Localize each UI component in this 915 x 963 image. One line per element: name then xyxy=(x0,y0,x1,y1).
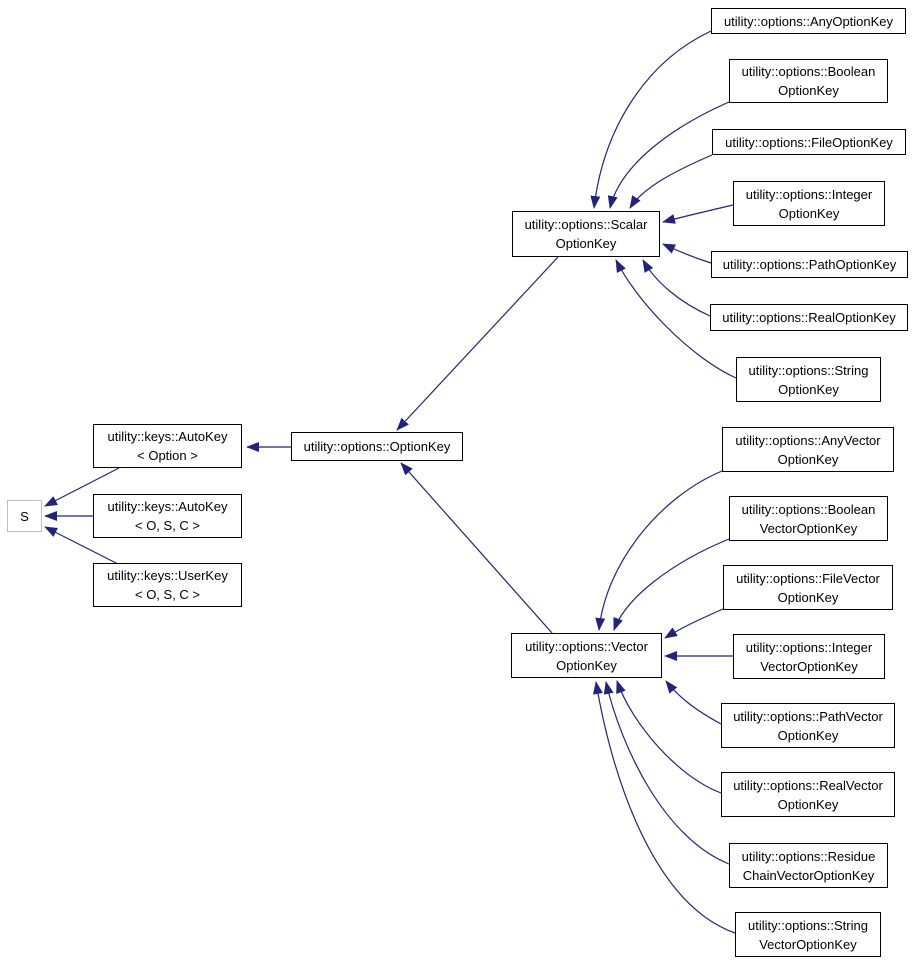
inheritance-edge-any_vec-to-vector xyxy=(595,470,723,631)
inheritance-edge-vector-to-optionkey xyxy=(400,462,553,634)
class-node-label: utility::options::Scalar xyxy=(524,217,648,232)
class-node-any[interactable]: utility::options::AnyOptionKey xyxy=(711,8,906,34)
class-node-label: utility::options::RealVector xyxy=(733,777,883,793)
class-node-label: VectorOptionKey xyxy=(759,520,858,536)
inheritance-edge-string_vec-to-vector xyxy=(593,681,736,934)
class-node-label: utility::options::PathVector xyxy=(733,708,883,724)
class-node-label: utility::options::Boolean xyxy=(741,501,876,517)
class-node-real[interactable]: utility::options::RealOptionKey xyxy=(710,304,908,331)
inheritance-edge-userkey_osc-to-s xyxy=(44,526,119,565)
inheritance-edge-boolean-to-scalar xyxy=(607,101,730,209)
class-node-label: ChainVectorOptionKey xyxy=(742,867,875,883)
class-node-label: OptionKey xyxy=(777,796,839,812)
class-node-label: utility::options::AnyVector xyxy=(735,432,881,448)
class-node-label: utility::keys::AutoKey xyxy=(107,499,228,514)
class-node-label: utility::options::Residue xyxy=(741,848,876,864)
class-node-label: utility::options::OptionKey xyxy=(303,439,451,454)
class-node-label: utility::options::Integer xyxy=(745,186,873,202)
class-node-label: utility::options::Boolean xyxy=(741,64,876,79)
class-node-label: OptionKey xyxy=(777,589,839,605)
class-node-label: S xyxy=(20,508,29,524)
class-node-label: utility::options::String xyxy=(748,917,868,933)
inheritance-edge-string-to-scalar xyxy=(615,259,737,379)
class-node-label: OptionKey xyxy=(556,657,617,673)
inheritance-edge-real_vec-to-vector xyxy=(616,680,722,794)
class-node-autokey_option[interactable]: utility::keys::AutoKey< Option > xyxy=(93,424,242,468)
class-node-label: OptionKey xyxy=(778,83,839,98)
class-node-label: < O, S, C > xyxy=(134,587,201,602)
class-node-file[interactable]: utility::options::FileOptionKey xyxy=(712,129,906,155)
inheritance-edge-path_vec-to-vector xyxy=(665,680,722,725)
class-node-optionkey[interactable]: utility::options::OptionKey xyxy=(291,432,463,461)
class-node-autokey_osc[interactable]: utility::keys::AutoKey< O, S, C > xyxy=(93,494,242,538)
class-node-userkey_osc[interactable]: utility::keys::UserKey< O, S, C > xyxy=(93,563,242,607)
class-node-path[interactable]: utility::options::PathOptionKey xyxy=(711,251,908,278)
class-node-label: < Option > xyxy=(137,448,198,463)
class-node-label: OptionKey xyxy=(777,451,839,467)
class-node-label: utility::options::PathOptionKey xyxy=(722,257,897,272)
class-node-label: utility::options::AnyOptionKey xyxy=(723,13,894,29)
class-node-label: utility::options::Vector xyxy=(525,638,648,654)
class-node-label: VectorOptionKey xyxy=(760,658,858,674)
class-node-label: OptionKey xyxy=(778,381,839,397)
class-node-label: OptionKey xyxy=(778,205,840,221)
inheritance-edge-autokey_option-to-s xyxy=(44,467,120,507)
inheritance-edge-scalar-to-optionkey xyxy=(396,256,559,431)
class-node-label: OptionKey xyxy=(777,727,839,743)
inheritance-edge-residuechain_vec-to-vector xyxy=(603,681,730,865)
class-node-label: utility::options::String xyxy=(748,362,869,378)
inheritance-edge-file-to-scalar xyxy=(629,154,713,209)
inheritance-edge-real-to-scalar xyxy=(642,259,711,317)
inheritance-edge-any-to-scalar xyxy=(590,30,712,209)
class-node-label: OptionKey xyxy=(555,236,617,251)
inheritance-edge-boolean_vec-to-vector xyxy=(613,538,730,631)
inheritance-edge-file_vec-to-vector xyxy=(664,608,724,639)
class-node-label: utility::options::FileVector xyxy=(736,570,880,586)
class-node-label: utility::options::FileOptionKey xyxy=(725,134,893,150)
class-node-s: S xyxy=(7,500,42,532)
inheritance-edge-path-to-scalar xyxy=(662,243,712,264)
inheritance-edge-integer-to-scalar xyxy=(662,204,734,224)
class-node-label: utility::keys::UserKey xyxy=(107,568,228,583)
class-node-label: utility::options::RealOptionKey xyxy=(722,310,896,325)
class-node-label: < O, S, C > xyxy=(134,518,201,533)
class-node-label: utility::options::Integer xyxy=(745,639,873,655)
class-node-label: VectorOptionKey xyxy=(759,936,857,952)
class-node-label: utility::keys::AutoKey xyxy=(107,429,228,444)
